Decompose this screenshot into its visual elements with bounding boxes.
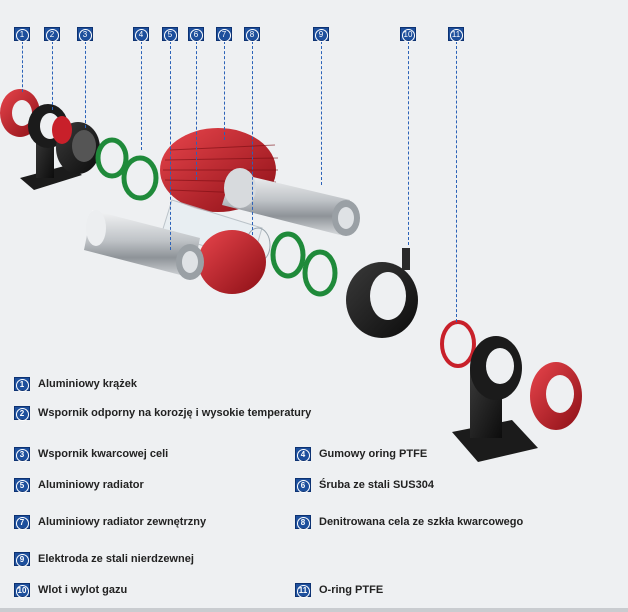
legend-label-11: O-ring PTFE — [319, 584, 384, 596]
callout-badge-3: 3 — [77, 27, 93, 42]
callout-leader-6 — [196, 41, 197, 180]
legend-item-3: 3 Wspornik kwarcowej celi — [14, 446, 168, 462]
callout-badge-5: 5 — [162, 27, 178, 42]
callout-badge-2: 2 — [44, 27, 60, 42]
gas-inlet-outlet — [346, 248, 418, 338]
legend-label-9: Elektroda ze stali nierdzewnej — [38, 553, 194, 565]
legend-label-7: Aluminiowy radiator zewnętrzny — [38, 516, 207, 528]
legend-item-5: 5 Aluminiowy radiator — [14, 477, 144, 493]
legend-label-10: Wlot i wylot gazu — [38, 584, 128, 596]
legend-badge-11: 11 — [295, 583, 311, 598]
legend-badge-2: 2 — [14, 406, 30, 421]
aluminium-disc-right — [530, 362, 582, 430]
callout-leader-9 — [321, 41, 322, 185]
legend-item-2: 2 Wspornik odporny na korozję i wysokie t… — [14, 405, 311, 421]
legend-badge-9: 9 — [14, 552, 30, 567]
callout-badge-4: 4 — [133, 27, 149, 42]
callout-leader-3 — [85, 41, 86, 128]
legend-item-7: 7 Aluminiowy radiator zewnętrzny — [14, 514, 206, 530]
legend-badge-8: 8 — [295, 515, 311, 530]
legend-label-4: Gumowy oring PTFE — [319, 448, 428, 460]
steel-electrode — [222, 168, 360, 236]
legend-item-8: 8 Denitrowana cela ze szkła kwarcowego — [295, 514, 523, 530]
callout-badge-9: 9 — [313, 27, 329, 42]
callout-leader-8 — [252, 41, 253, 235]
callout-badge-8: 8 — [244, 27, 260, 42]
callout-badge-7: 7 — [216, 27, 232, 42]
quartz-cell-holder — [52, 116, 100, 174]
bottom-bar — [0, 608, 628, 612]
legend-item-1: 1 Aluminiowy krążek — [14, 376, 137, 392]
rubber-oring-right — [270, 231, 338, 297]
legend-item-9: 9 Elektroda ze stali nierdzewnej — [14, 551, 194, 567]
legend-label-8: Denitrowana cela ze szkła kwarcowego — [319, 516, 524, 528]
callout-badge-10: 10 — [400, 27, 416, 42]
callout-leader-11 — [456, 41, 457, 322]
callout-leader-10 — [408, 41, 409, 245]
legend-item-11: 11 O-ring PTFE — [295, 582, 383, 598]
legend-badge-1: 1 — [14, 377, 30, 392]
legend-badge-10: 10 — [14, 583, 30, 598]
ptfe-oring — [440, 320, 476, 368]
callout-leader-2 — [52, 41, 53, 110]
legend-label-2: Wspornik odporny na korozję i wysokie te… — [38, 407, 312, 419]
aluminium-radiator — [84, 210, 266, 294]
legend-label-3: Wspornik kwarcowej celi — [38, 448, 169, 460]
rubber-oring-left — [95, 137, 159, 201]
bracket-right — [452, 336, 538, 462]
legend-item-4: 4 Gumowy oring PTFE — [295, 446, 427, 462]
legend-badge-3: 3 — [14, 447, 30, 462]
legend-label-6: Śruba ze stali SUS304 — [319, 479, 434, 491]
callout-leader-1 — [22, 41, 23, 92]
legend-badge-6: 6 — [295, 478, 311, 493]
legend-label-1: Aluminiowy krążek — [38, 378, 138, 390]
legend-badge-4: 4 — [295, 447, 311, 462]
callout-badge-1: 1 — [14, 27, 30, 42]
callout-badge-6: 6 — [188, 27, 204, 42]
legend-item-10: 10 Wlot i wylot gazu — [14, 582, 127, 598]
legend-badge-5: 5 — [14, 478, 30, 493]
callout-badge-11: 11 — [448, 27, 464, 42]
callout-leader-5 — [170, 41, 171, 250]
bracket-left — [20, 104, 82, 190]
callout-leader-4 — [141, 41, 142, 150]
component-illustration — [0, 89, 582, 462]
legend-item-6: 6 Śruba ze stali SUS304 — [295, 477, 434, 493]
callout-leader-7 — [224, 41, 225, 140]
legend-badge-7: 7 — [14, 515, 30, 530]
legend-label-5: Aluminiowy radiator — [38, 479, 144, 491]
